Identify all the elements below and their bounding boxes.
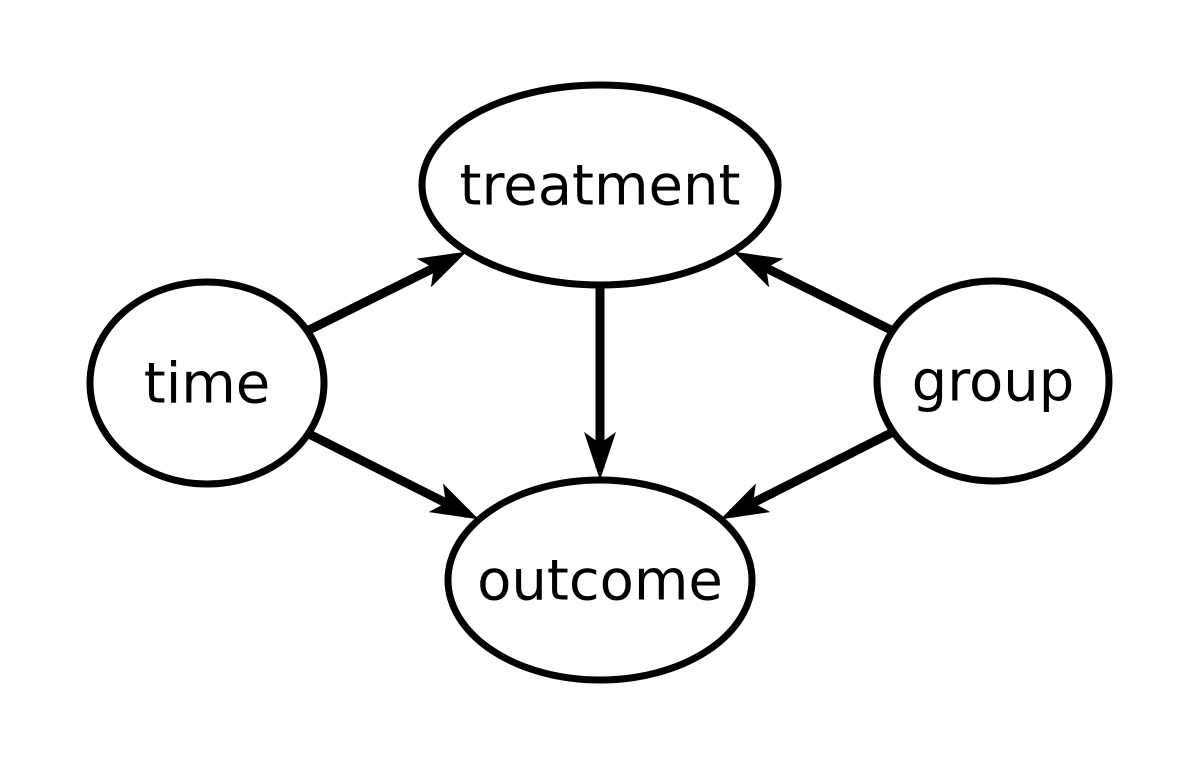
node-treatment: treatment bbox=[418, 81, 782, 289]
node-outcome: outcome bbox=[444, 476, 756, 684]
node-group-label: group bbox=[912, 350, 1075, 415]
edge-group-to-outcome bbox=[720, 427, 896, 520]
edge-layer bbox=[304, 251, 896, 520]
node-group-shape bbox=[873, 277, 1113, 485]
node-time-shape bbox=[86, 278, 328, 488]
node-group: group bbox=[873, 277, 1113, 485]
edge-group-to-treatment bbox=[733, 251, 896, 336]
edge-time-to-treatment bbox=[304, 251, 467, 336]
node-outcome-label: outcome bbox=[477, 549, 723, 614]
node-time-label: time bbox=[144, 352, 271, 417]
node-treatment-shape bbox=[418, 81, 782, 289]
node-treatment-label: treatment bbox=[460, 154, 741, 219]
node-outcome-shape bbox=[444, 476, 756, 684]
node-time: time bbox=[86, 278, 328, 488]
edge-time-to-outcome bbox=[304, 428, 479, 520]
